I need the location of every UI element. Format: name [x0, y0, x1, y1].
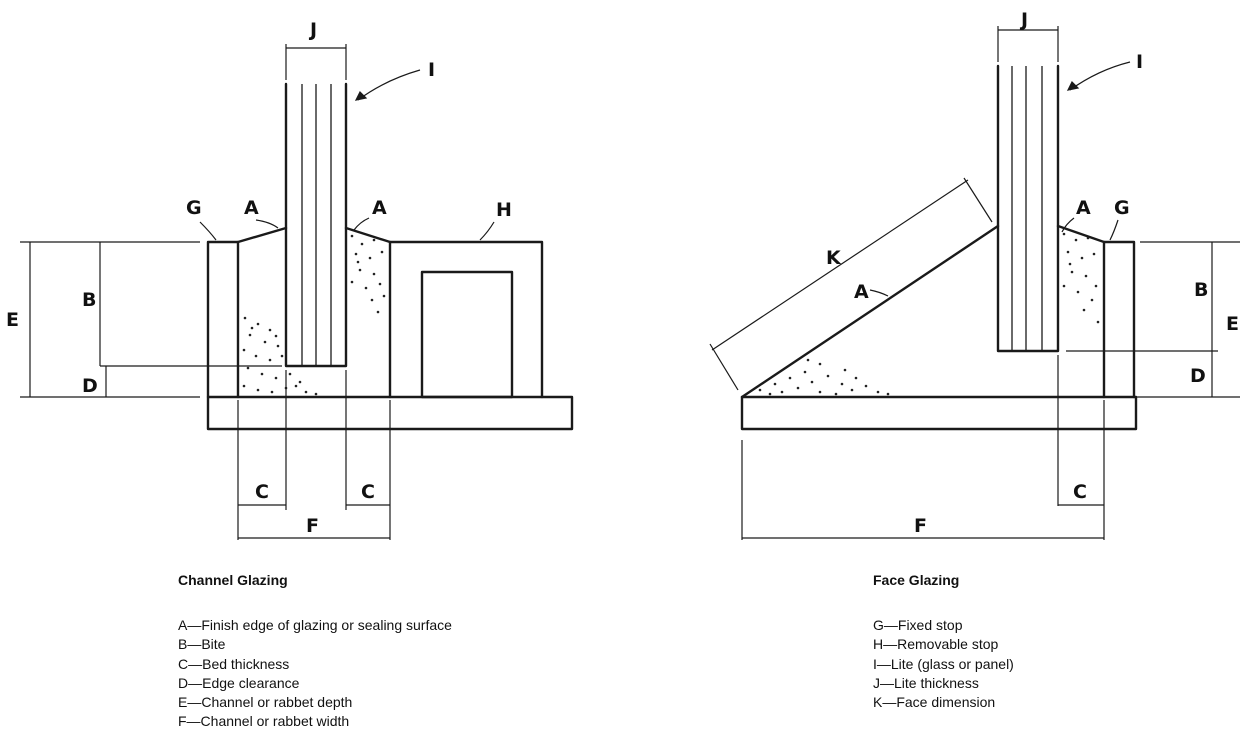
sealant-stipple-face-right: [1062, 232, 1100, 324]
sloped-face-surface: [740, 224, 1000, 399]
legend-item-B: B—Bite: [178, 636, 226, 653]
sealing-surface-right: [344, 226, 392, 244]
label-F-left: F: [306, 515, 319, 537]
label-F-right: F: [914, 515, 927, 537]
legend-item-G: G—Fixed stop: [873, 617, 963, 633]
sealant-stipple-face-bottom: [758, 358, 890, 396]
legend-item-F: F—Channel or rabbet width: [178, 713, 350, 730]
label-D-left: D: [82, 375, 98, 397]
label-I-right: I: [1136, 51, 1143, 73]
legend-item-H: H—Removable stop: [873, 636, 999, 653]
label-J-left: J: [308, 19, 317, 41]
label-J-right: J: [1019, 9, 1028, 31]
removable-stop: [388, 240, 544, 399]
label-A-left-2: A: [372, 197, 387, 219]
face-glazing-figure: J I K A A G B E D C F: [709, 9, 1240, 540]
caption-channel-glazing: Channel Glazing: [178, 572, 288, 588]
removable-stop-cavity: [420, 270, 514, 399]
legend-item-E: E—Channel or rabbet depth: [178, 694, 353, 711]
label-G-left: G: [186, 197, 202, 219]
sealant-stipple-right: [350, 234, 386, 314]
label-E-right: E: [1226, 313, 1239, 335]
legend-item-C: C—Bed thickness: [178, 655, 290, 672]
label-C-right: C: [1073, 481, 1087, 503]
label-E-left: E: [6, 309, 19, 331]
channel-glazing-figure: J I G A A H E B D C C F: [6, 19, 574, 540]
label-G-right: G: [1114, 197, 1130, 219]
label-B-right: B: [1194, 279, 1208, 301]
legend-item-D: D—Edge clearance: [178, 674, 300, 691]
label-A-left-1: A: [244, 197, 259, 219]
legend-left: A—Finish edge of glazing or sealing surf…: [178, 616, 452, 732]
label-K: K: [826, 247, 842, 269]
fixed-stop-left: [206, 240, 240, 399]
legend-item-A: A—Finish edge of glazing or sealing surf…: [178, 617, 452, 633]
label-A-right: A: [1076, 197, 1091, 219]
sealant-stipple-left: [242, 316, 318, 396]
legend-item-K: K—Face dimension: [873, 694, 996, 711]
face-base-plate: [740, 395, 1138, 431]
legend-item-J: J—Lite thickness: [873, 674, 979, 691]
label-C-left-2: C: [361, 481, 375, 503]
sealing-surface-left: [236, 226, 288, 244]
legend-right: G—Fixed stop H—Removable stop I—Lite (gl…: [873, 616, 1014, 712]
label-C-left-1: C: [255, 481, 269, 503]
lite-right: [996, 64, 1060, 353]
legend-item-I: I—Lite (glass or panel): [873, 655, 1014, 672]
label-B-left: B: [82, 289, 96, 311]
caption-face-glazing: Face Glazing: [873, 572, 960, 588]
label-H: H: [496, 199, 512, 221]
label-A-face: A: [854, 281, 869, 303]
label-I-left: I: [428, 59, 435, 81]
fixed-stop-right: [1102, 240, 1136, 399]
label-D-right: D: [1190, 365, 1206, 387]
